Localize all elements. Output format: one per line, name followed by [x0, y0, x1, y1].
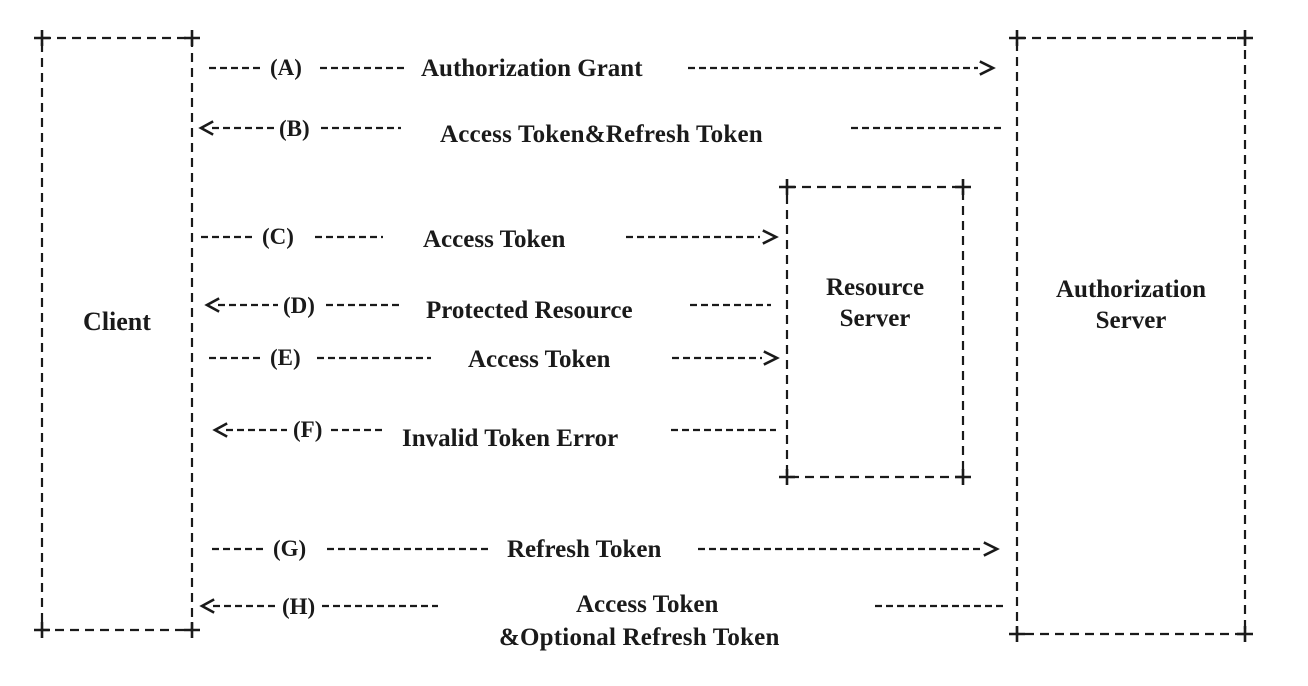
arrowhead-right-g: [983, 541, 1000, 557]
resource-server-name-line2: Server: [839, 305, 911, 333]
authorization-server-name-line1: Authorization: [1056, 276, 1206, 303]
step-e-marker: (E): [270, 345, 301, 370]
step-h-label-line1: Access Token: [576, 591, 719, 618]
resource-server-box: [785, 185, 965, 479]
authorization-server-name-line2: Server: [1095, 307, 1167, 335]
step-b-label: Access Token&Refresh Token: [440, 121, 763, 148]
step-g-label: Refresh Token: [507, 536, 662, 563]
step-e-label: Access Token: [468, 346, 611, 373]
step-c-marker: (C): [262, 224, 294, 249]
step-a-marker: (A): [270, 55, 302, 80]
step-c-label: Access Token: [423, 226, 566, 253]
authorization-server-box: [1015, 36, 1247, 636]
arrowhead-left-b: [198, 120, 214, 136]
step-f-marker: (F): [293, 417, 323, 442]
client-name: Client: [83, 307, 151, 336]
resource-server-name-line1: Resource: [825, 274, 925, 301]
arrowhead-right-c: [762, 229, 779, 245]
arrowhead-left-d: [204, 297, 220, 313]
resource-server-name: Resource Server: [787, 272, 963, 335]
client-box: [40, 36, 194, 632]
corner-marks: [34, 30, 1253, 642]
step-f-label: Invalid Token Error: [402, 425, 619, 452]
authorization-server-name: Authorization Server: [1017, 274, 1245, 337]
step-d-marker: (D): [283, 293, 315, 318]
step-a-label: Authorization Grant: [421, 55, 643, 82]
arrowhead-right-a: [979, 60, 996, 76]
arrowhead-left-f: [212, 422, 228, 438]
step-h-marker: (H): [282, 594, 316, 619]
step-g-marker: (G): [273, 536, 307, 561]
arrowhead-left-h: [199, 598, 215, 614]
step-d-label: Protected Resource: [426, 297, 633, 324]
step-b-marker: (B): [279, 116, 310, 141]
arrowhead-right-e: [763, 350, 780, 366]
step-h-label-line2: &Optional Refresh Token: [499, 624, 780, 651]
